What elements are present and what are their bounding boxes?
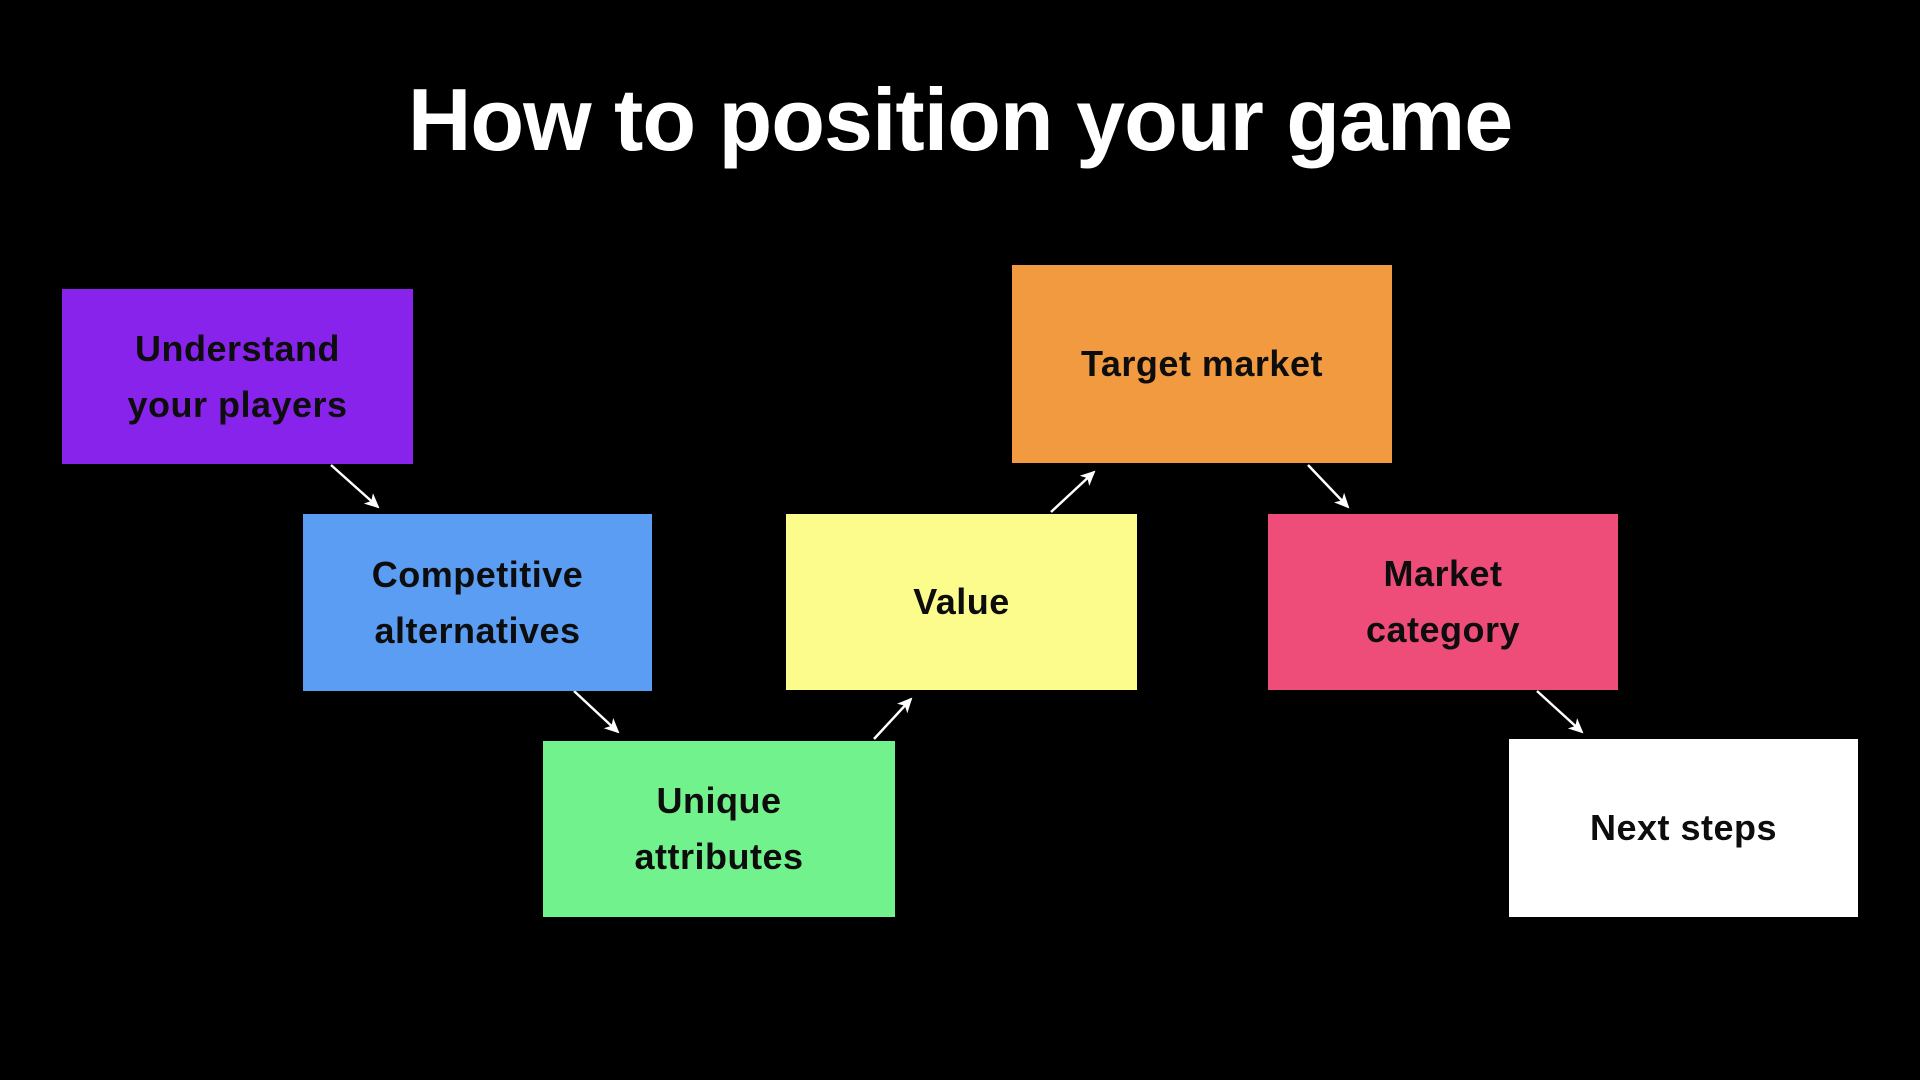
arrow-value-to-target bbox=[1050, 470, 1096, 513]
node-target-market: Target market bbox=[1012, 265, 1392, 463]
arrow-competitive-to-unique bbox=[573, 690, 620, 734]
node-next-steps: Next steps bbox=[1509, 739, 1858, 917]
node-understand-your-players: Understand your players bbox=[62, 289, 413, 464]
node-unique-attributes: Unique attributes bbox=[543, 741, 895, 917]
node-value: Value bbox=[786, 514, 1137, 690]
node-label-line: Unique bbox=[656, 780, 782, 821]
arrow-understand-to-competitive bbox=[330, 464, 380, 509]
node-label-line: your players bbox=[127, 383, 348, 425]
node-label-line: Target market bbox=[1081, 343, 1323, 384]
node-market-category: Market category bbox=[1268, 514, 1618, 690]
node-label-line: category bbox=[1365, 609, 1521, 650]
arrow-category-to-next bbox=[1536, 690, 1584, 734]
arrow-target-to-category bbox=[1307, 464, 1350, 509]
node-label-line: Understand bbox=[134, 327, 341, 369]
node-label-line: attributes bbox=[634, 836, 804, 877]
page-title: How to position your game bbox=[407, 70, 1513, 169]
node-label-line: Market bbox=[1383, 553, 1503, 594]
node-label-line: alternatives bbox=[374, 609, 581, 651]
node-label-line: Competitive bbox=[371, 553, 584, 595]
node-competitive-alternatives: Competitive alternatives bbox=[303, 514, 652, 691]
node-label-line: Value bbox=[913, 581, 1010, 622]
node-label-line: Next steps bbox=[1589, 807, 1778, 848]
arrow-unique-to-value bbox=[873, 697, 913, 740]
